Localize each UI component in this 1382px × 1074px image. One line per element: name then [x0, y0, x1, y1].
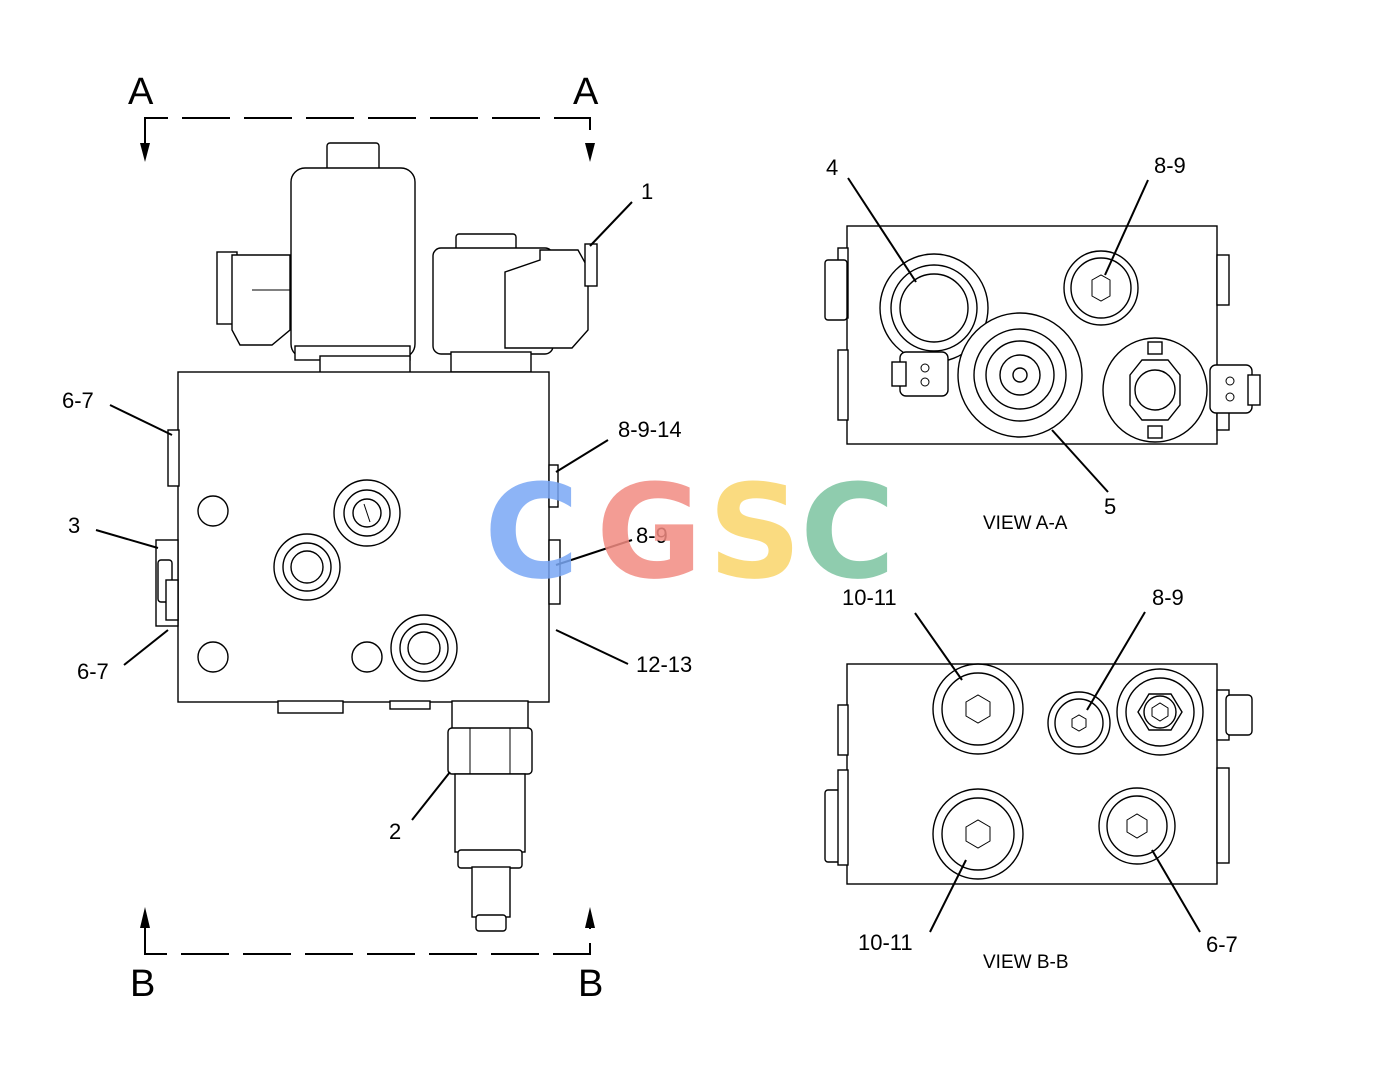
callout-12-13: 12-13: [636, 652, 692, 677]
callout-6-7-top: 6-7: [62, 388, 94, 413]
callout-3: 3: [68, 513, 80, 538]
section-mark-a-right: A: [573, 71, 599, 113]
callout-8-9-main: 8-9: [636, 523, 668, 548]
callouts: 1 6-7 3 6-7 8-9-14 8-9 12-13 2 4 8-9 5 1…: [62, 153, 1238, 957]
cgsc-watermark: C G S C: [484, 456, 895, 608]
section-mark-b-right: B: [578, 963, 603, 1005]
callout-8-9-14: 8-9-14: [618, 417, 682, 442]
watermark-letter-s: S: [708, 456, 802, 608]
leader-lines: [95, 177, 1201, 933]
callout-10-11-bottom: 10-11: [858, 930, 913, 955]
main-valve-body: [155, 142, 598, 932]
callout-6-7-view-b: 6-7: [1206, 932, 1238, 957]
view-a-label: VIEW A-A: [983, 513, 1068, 534]
callout-8-9-view-a: 8-9: [1154, 153, 1186, 178]
view-b-b: VIEW B-B: [824, 663, 1253, 973]
section-line-b: B B: [130, 907, 603, 1005]
view-b-label: VIEW B-B: [983, 952, 1069, 973]
section-mark-b-left: B: [130, 963, 155, 1005]
view-a-a: VIEW A-A: [824, 225, 1261, 534]
callout-5: 5: [1104, 494, 1116, 519]
section-mark-a-left: A: [128, 71, 154, 113]
watermark-letter-c1: C: [484, 456, 579, 608]
callout-4: 4: [826, 155, 838, 180]
callout-8-9-view-b: 8-9: [1152, 585, 1184, 610]
callout-6-7-mid: 6-7: [77, 659, 109, 684]
callout-1: 1: [641, 179, 653, 204]
watermark-letter-c2: C: [800, 456, 895, 608]
watermark-letter-g: G: [596, 456, 703, 608]
callout-10-11-top: 10-11: [842, 585, 897, 610]
section-line-a: A A: [128, 71, 599, 162]
callout-2: 2: [389, 819, 401, 844]
